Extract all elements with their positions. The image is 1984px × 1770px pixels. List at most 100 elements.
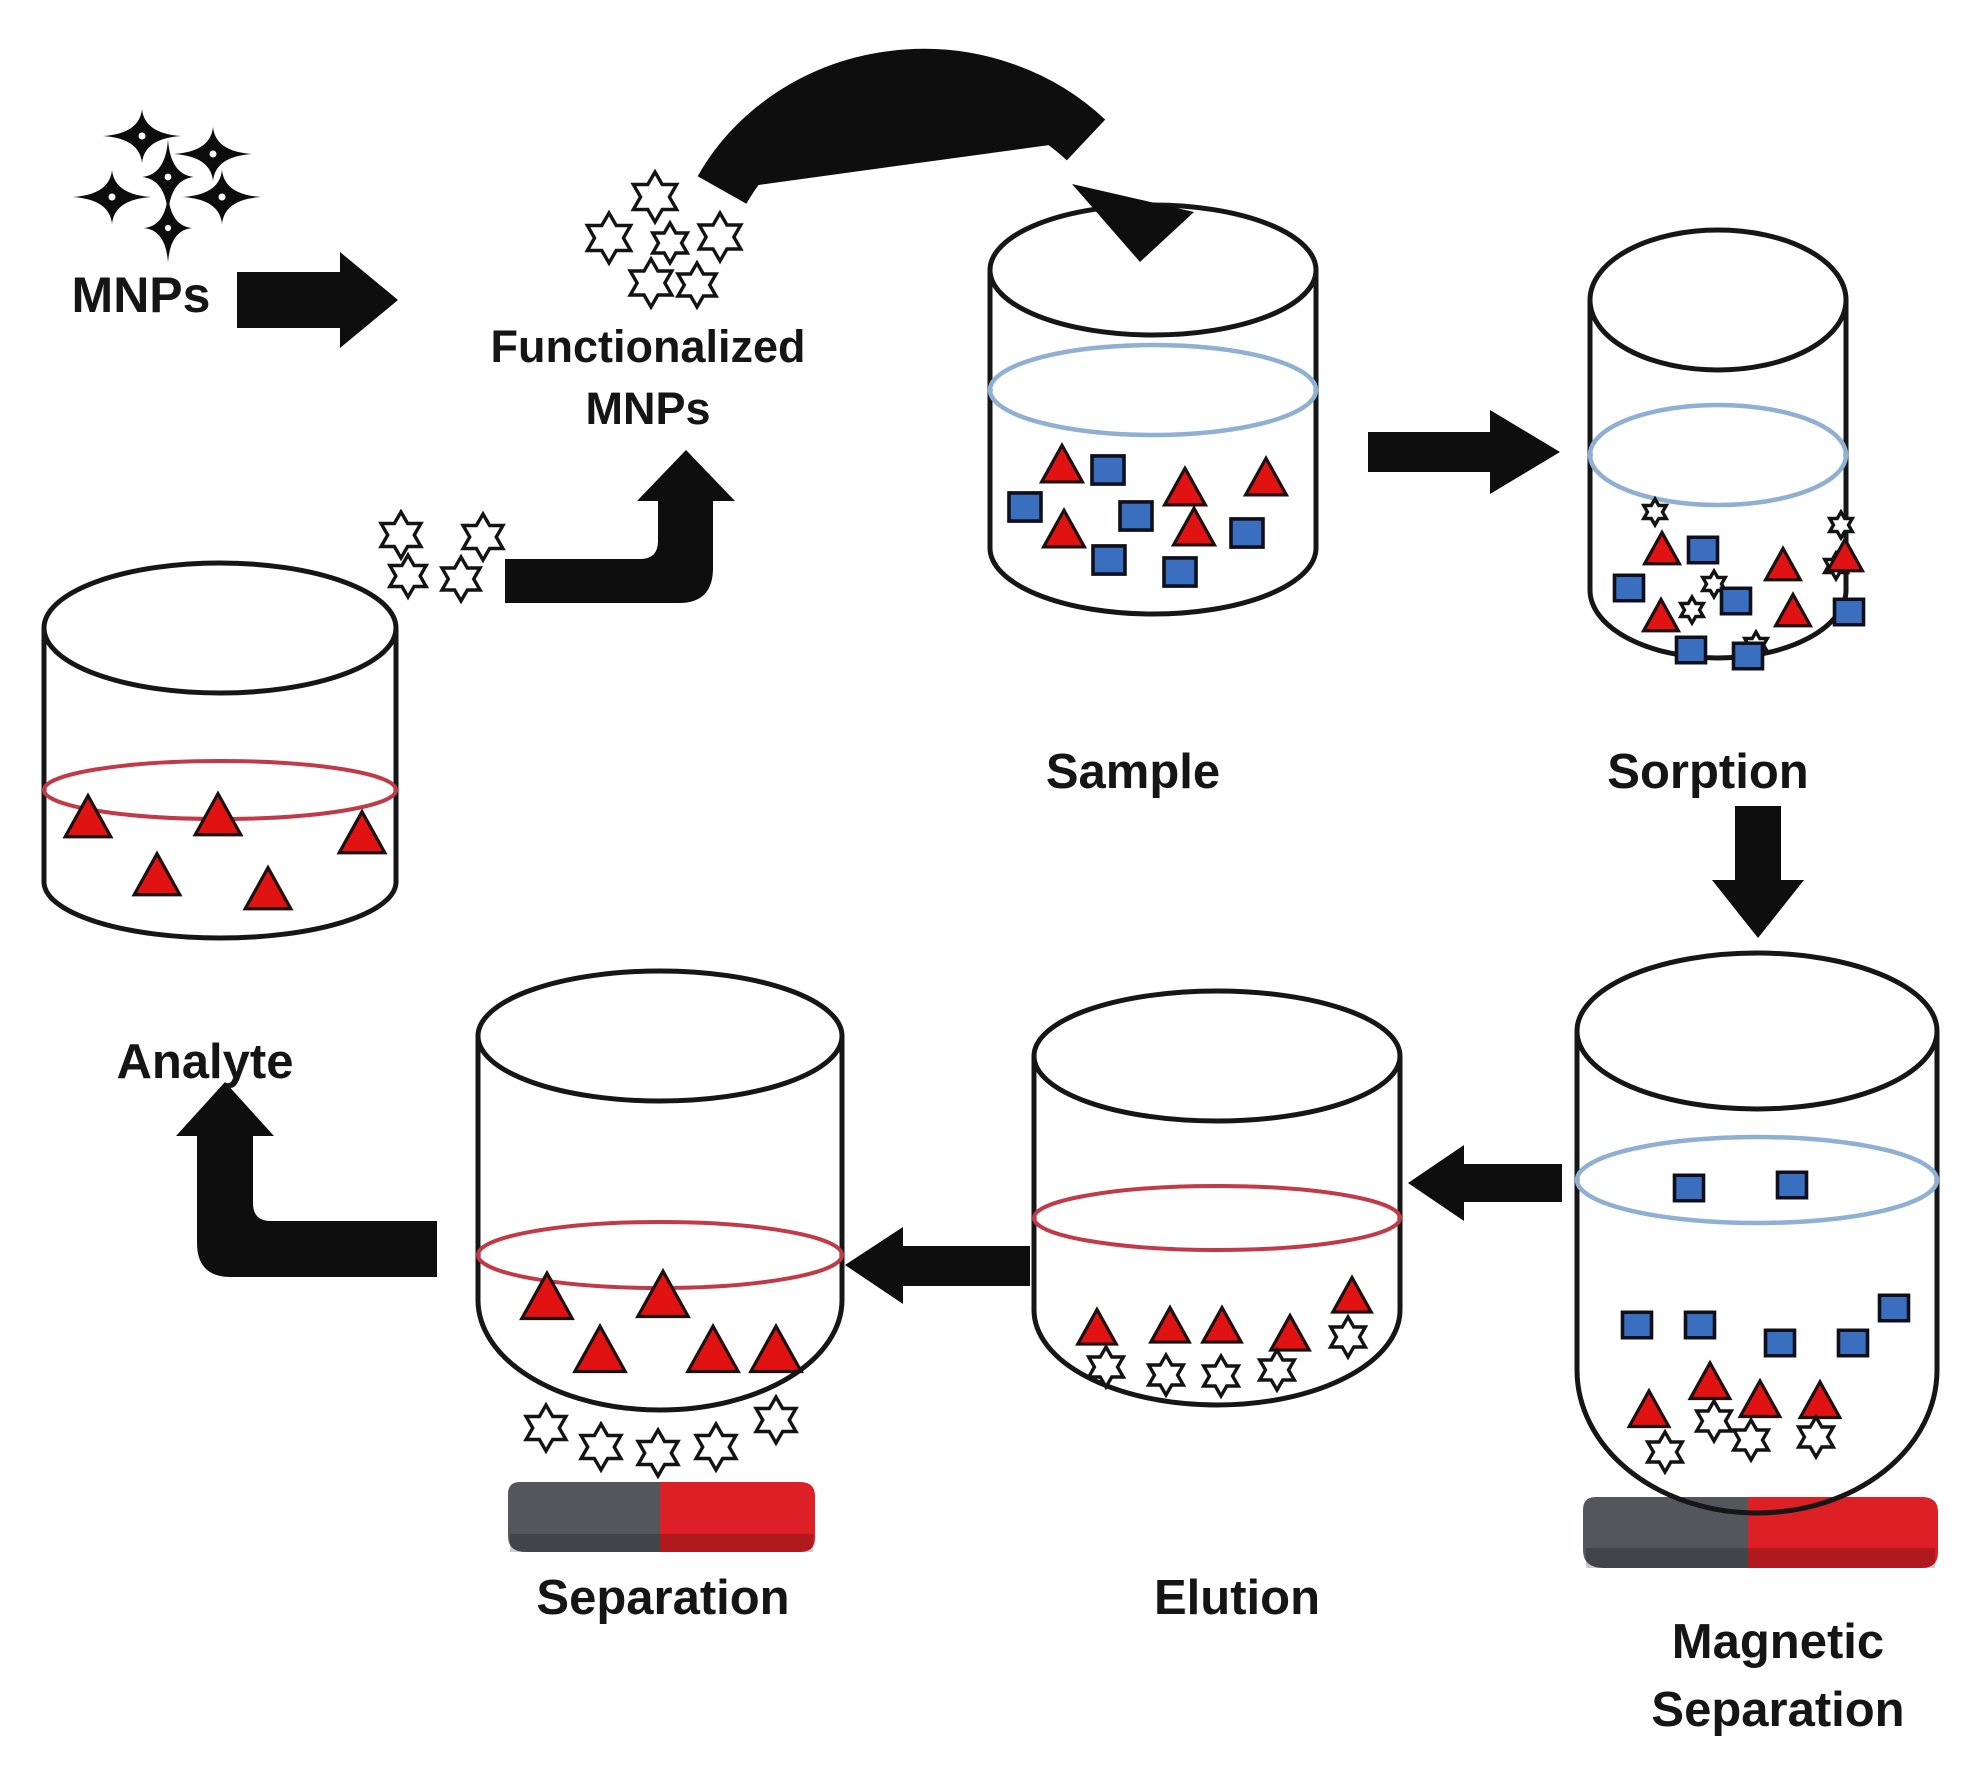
matrix-square-icon (1722, 588, 1751, 614)
liquid-level-blue (987, 342, 1319, 438)
matrix-square-icon (1093, 546, 1125, 574)
beaker-rim (475, 968, 845, 1104)
separation-label: Separation (536, 1571, 790, 1625)
mnp-star-icon (72, 170, 152, 224)
analyte-triangle-icon (1776, 594, 1811, 625)
matrix-square-icon (1766, 1330, 1795, 1356)
functionalized-mnps-label: Functionalized MNPs (491, 316, 806, 440)
analyte-triangle-icon (688, 1326, 738, 1371)
beaker-body (987, 270, 1319, 617)
beaker-body (1574, 1031, 1940, 1516)
magnetic-separation-label-line2: Separation (1651, 1683, 1905, 1737)
liquid-level-blue (1587, 402, 1849, 508)
magnet-icon (1583, 1497, 1938, 1568)
analyte-triangle-icon (1800, 1382, 1840, 1418)
beaker-rim (1031, 988, 1403, 1124)
arrow-recycle-to-functionalized (505, 450, 735, 603)
functionalized-mnp-icon (1681, 597, 1704, 623)
functionalized-mnp-icon (526, 1405, 566, 1451)
analyte-triangle-icon (1203, 1308, 1241, 1343)
analyte-triangle-icon (1174, 508, 1215, 545)
elution-label: Elution (1153, 1571, 1321, 1625)
analyte-triangle-icon (1766, 548, 1801, 579)
matrix-square-icon (1734, 643, 1763, 669)
matrix-square-icon (1009, 493, 1041, 521)
arrow-sample-to-sorption (1368, 410, 1560, 494)
sorption-label: Sorption (1607, 745, 1809, 799)
analyte-triangle-icon (1690, 1363, 1730, 1399)
analyte-triangle-icon (134, 854, 180, 895)
mnp-star-icon (173, 127, 253, 181)
analyte-triangle-icon (1078, 1310, 1116, 1345)
matrix-square-icon (1880, 1295, 1909, 1321)
functionalized-mnp-icon (1204, 1356, 1239, 1396)
matrix-square-icon (1675, 1175, 1704, 1201)
matrix-square-icon (1164, 558, 1196, 586)
matrix-square-icon (1689, 537, 1718, 563)
analyte-triangle-icon (1151, 1308, 1189, 1343)
functionalized-mnp-icon (678, 263, 716, 307)
analyte-label: Analyte (116, 1035, 294, 1089)
functionalized-mnp-icon (633, 172, 676, 222)
matrix-square-icon (1778, 1172, 1807, 1198)
functionalized-mnp-icon (1799, 1417, 1834, 1457)
magnet-icon (508, 1482, 815, 1552)
analyte-triangle-icon (1645, 532, 1680, 563)
liquid-level-blue (1574, 1134, 1940, 1226)
beaker-body (1031, 1056, 1403, 1408)
beaker-rim (41, 560, 399, 696)
analyte-triangle-icon (1740, 1381, 1780, 1417)
analyte-triangle-icon (1246, 458, 1287, 495)
matrix-square-icon (1092, 456, 1124, 484)
magnet-gray-pole (508, 1482, 660, 1552)
arrow-mnps-to-functionalized (237, 252, 398, 348)
sample-label: Sample (1045, 745, 1221, 799)
arrow-elution-to-separation (845, 1227, 1030, 1304)
functionalized-mnp-icon (653, 223, 688, 263)
recycled-mnp-cluster (381, 512, 503, 601)
functionalized-mnp-icon (1648, 1432, 1683, 1472)
functionalized-mnp-icon (756, 1397, 796, 1443)
functionalized-mnp-icon (630, 259, 672, 307)
matrix-square-icon (1686, 1312, 1715, 1338)
functionalized-mnp-icon (587, 213, 630, 263)
matrix-square-icon (1677, 637, 1706, 663)
functionalized-mnp-icon (1830, 512, 1853, 538)
analyte-beaker (41, 560, 399, 938)
sample-beaker (987, 202, 1319, 617)
analyte-triangle-icon (1828, 539, 1863, 570)
functionalized-mnp-icon (1734, 1420, 1769, 1460)
functionalized-mnp-icon (1260, 1350, 1295, 1390)
analyte-triangle-icon (638, 1271, 688, 1316)
analyte-triangle-icon (751, 1326, 801, 1371)
analyte-triangle-icon (245, 868, 291, 909)
functionalized-mnp-icon (1697, 1401, 1732, 1441)
functionalized-mnp-icon (463, 514, 503, 560)
matrix-square-icon (1231, 519, 1263, 547)
analyte-triangle-icon (1271, 1316, 1309, 1351)
beaker-rim (1574, 950, 1940, 1112)
functionalized-mnp-icon (390, 555, 426, 597)
magnet-shadow (1586, 1548, 1935, 1568)
flow-arrows (176, 48, 1804, 1304)
magnet-shadow (510, 1534, 813, 1552)
matrix-square-icon (1615, 575, 1644, 601)
magnet-red-pole (660, 1482, 815, 1552)
analyte-triangle-icon (1042, 445, 1083, 482)
arrow-functionalized-to-sample-head (1072, 184, 1194, 262)
matrix-square-icon (1839, 1330, 1868, 1356)
functionalized-mnps-label-line2: MNPs (585, 383, 711, 434)
mnp-star-icon (182, 170, 262, 224)
functionalized-mnp-icon (442, 557, 480, 601)
separation-beaker (475, 968, 845, 1552)
analyte-triangle-icon (1644, 599, 1679, 630)
functionalized-mnp-icon (638, 1430, 678, 1476)
functionalized-mnp-cluster (587, 172, 740, 307)
analyte-triangle-icon (339, 812, 385, 853)
functionalized-mnp-icon (696, 1424, 736, 1470)
magnetic-separation-label: Magnetic Separation (1651, 1608, 1904, 1744)
analyte-triangle-icon (65, 796, 111, 837)
arrow-sorption-to-magnetic-separation (1712, 806, 1804, 938)
